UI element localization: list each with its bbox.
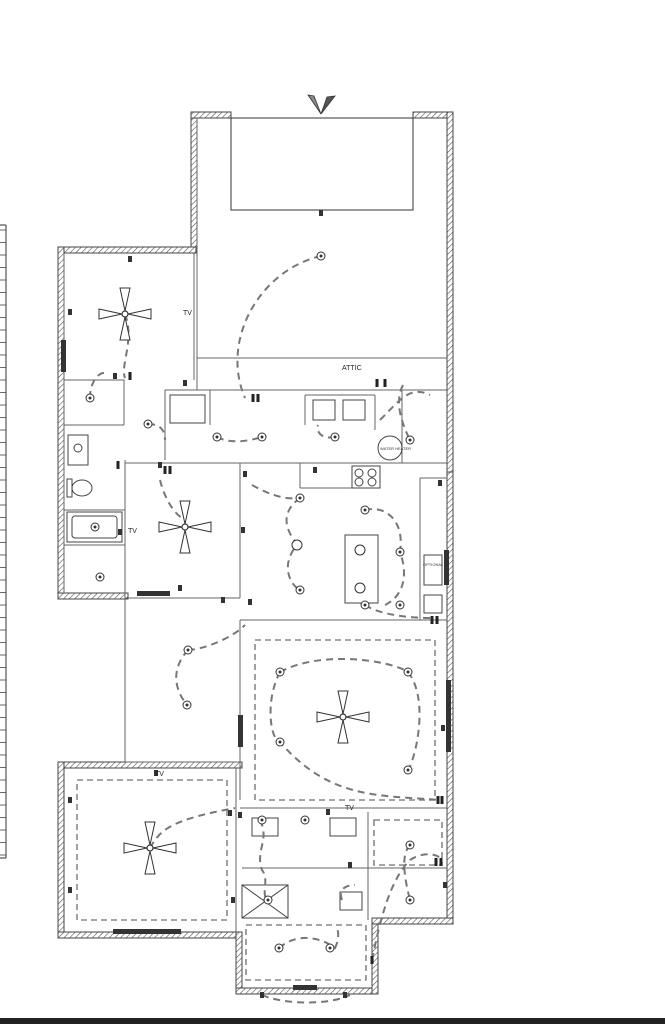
ceiling-fan-icon	[316, 690, 370, 744]
page-edge-ruler	[0, 224, 7, 859]
ceiling-fan-icon	[158, 500, 212, 554]
ceiling-light-icons	[291, 539, 366, 594]
optional-label: OPTIONAL	[423, 562, 444, 567]
ceiling-fan-icon	[123, 821, 177, 875]
tv-label-bedroom2: TV	[183, 310, 192, 317]
tv-label-master: TV	[155, 771, 164, 778]
exterior-walls	[57, 111, 454, 995]
tray-ceilings	[76, 639, 443, 981]
north-arrow-icon	[307, 94, 336, 115]
tv-label-living: TV	[345, 805, 354, 812]
ceiling-fan-icon	[98, 287, 152, 341]
attic-label: ATTIC	[342, 365, 362, 372]
bottom-bar	[0, 1018, 665, 1024]
interior-walls	[63, 118, 447, 932]
water-heater-label: WATER HEATER	[380, 446, 411, 451]
garage-opening	[230, 117, 414, 211]
tv-label-bedroom3: TV	[128, 528, 137, 535]
windows	[61, 340, 451, 990]
